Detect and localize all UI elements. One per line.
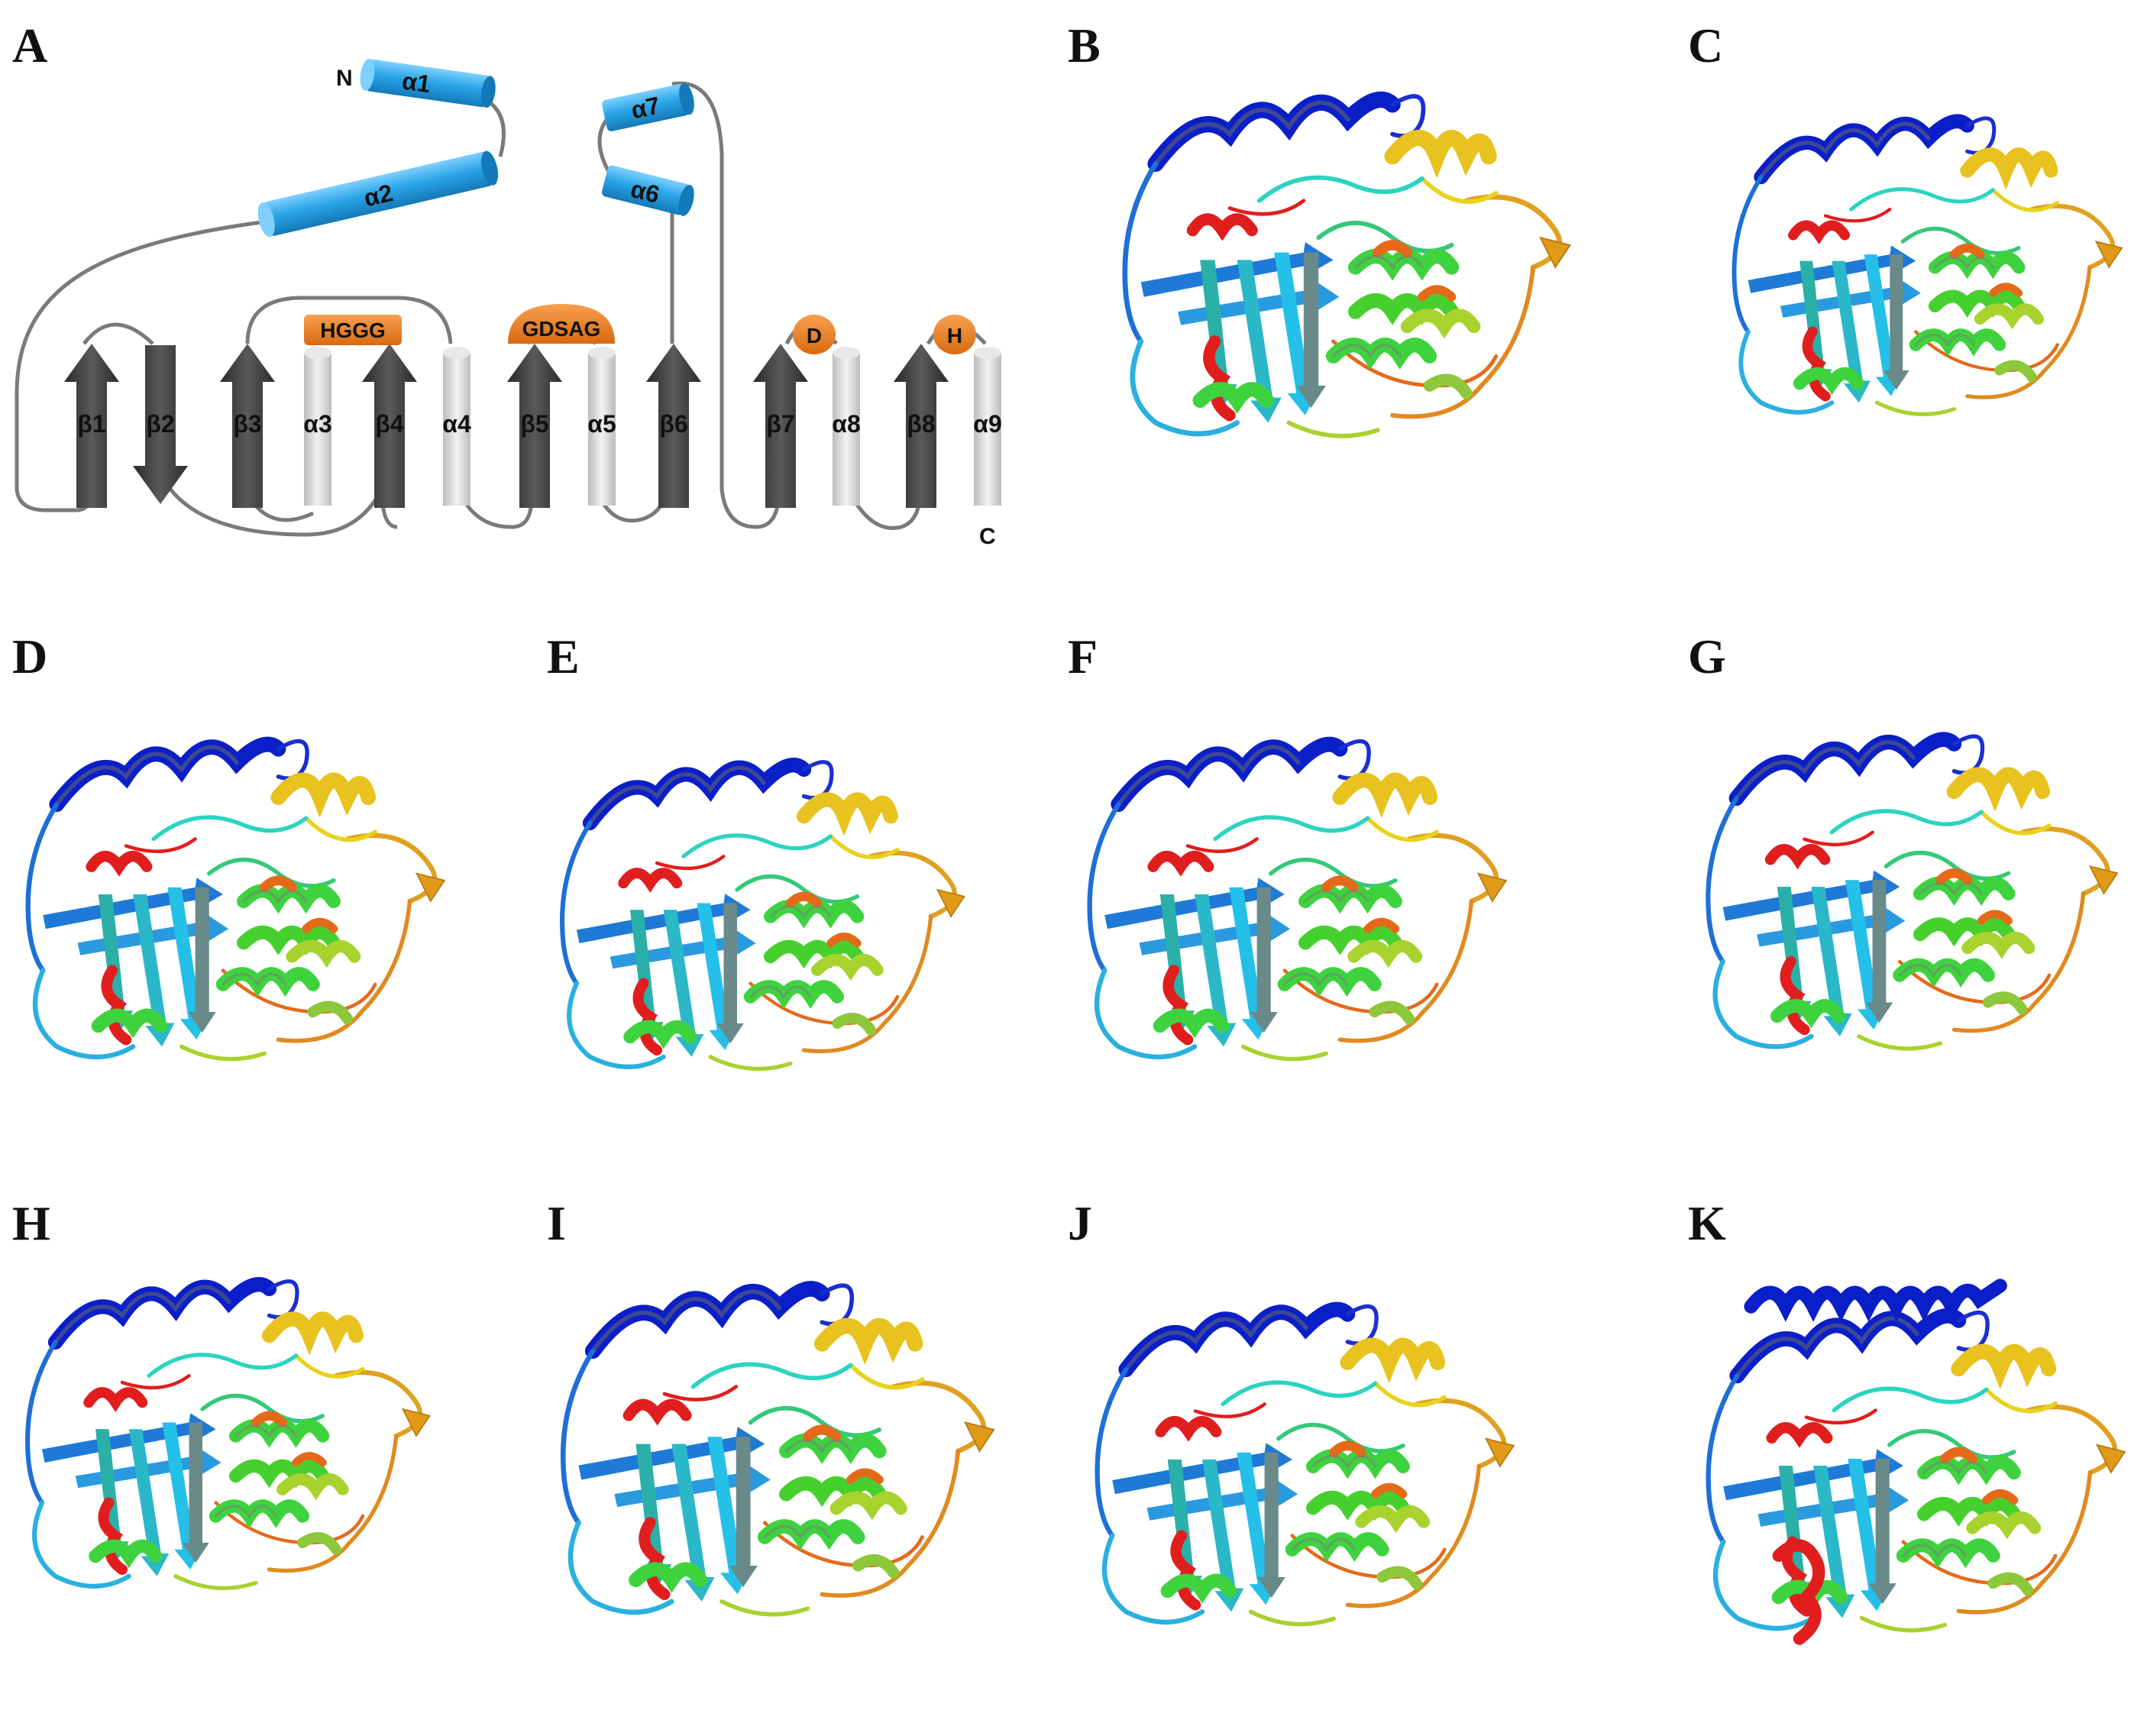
svg-text:β8: β8 xyxy=(907,410,935,438)
helix-label-alpha7: α7 xyxy=(629,91,662,124)
helix-label-alpha1: α1 xyxy=(400,66,432,98)
panel-label-d: D xyxy=(12,629,48,684)
panel-label-e: E xyxy=(547,629,580,684)
svg-text:GDSAG: GDSAG xyxy=(522,317,601,341)
topology-diagram: α1 N α2 α7 α6 β1 β2 β3 α3 β4 xyxy=(15,59,1002,549)
ribbon-structure-k xyxy=(1696,1279,2139,1645)
strand-beta1: β1 xyxy=(64,344,119,508)
strand-beta8: β8 xyxy=(894,344,949,508)
helix-alpha2: α2 xyxy=(257,150,499,238)
helix-alpha5: α5 xyxy=(587,347,616,506)
helix-alpha6: α6 xyxy=(602,165,694,216)
strand-beta4: β4 xyxy=(362,344,417,508)
svg-text:β6: β6 xyxy=(659,410,687,438)
helix-alpha1: α1 xyxy=(360,59,496,108)
svg-text:α9: α9 xyxy=(973,410,1001,438)
ribbon-structure-j xyxy=(1085,1268,1528,1665)
ribbon-structure-g xyxy=(1696,680,2131,1107)
ribbon-structure-i xyxy=(550,1245,1008,1657)
helix-label-alpha6: α6 xyxy=(628,175,662,209)
helix-alpha8: α8 xyxy=(832,347,861,506)
ribbon-structure-b xyxy=(1111,53,1585,481)
strand-beta7: β7 xyxy=(753,344,808,508)
svg-text:β4: β4 xyxy=(375,410,404,438)
panel-label-f: F xyxy=(1068,629,1098,684)
helix-alpha3: α3 xyxy=(303,347,332,506)
panel-label-i: I xyxy=(547,1196,566,1250)
svg-text:α8: α8 xyxy=(832,410,860,438)
strand-beta5: β5 xyxy=(507,344,562,508)
n-terminus-label: N xyxy=(336,66,353,91)
svg-text:α5: α5 xyxy=(587,410,616,438)
helix-label-alpha2: α2 xyxy=(361,179,396,212)
helix-alpha7: α7 xyxy=(602,82,694,131)
ribbon-structure-d xyxy=(15,687,458,1115)
strand-beta2: β2 xyxy=(133,345,188,504)
ribbon-structure-f xyxy=(1077,687,1520,1115)
panel-label-h: H xyxy=(12,1196,50,1250)
ribbon-structure-e xyxy=(550,687,978,1146)
svg-text:β1: β1 xyxy=(77,410,105,438)
panel-label-j: J xyxy=(1068,1196,1092,1250)
svg-text:α3: α3 xyxy=(303,410,331,438)
panel-label-b: B xyxy=(1068,18,1101,73)
helix-alpha4: α4 xyxy=(442,347,471,506)
ribbon-structure-c xyxy=(1722,61,2135,474)
svg-text:β2: β2 xyxy=(146,410,174,438)
helix-alpha9: α9 xyxy=(973,347,1002,506)
strand-beta6: β6 xyxy=(646,344,701,508)
svg-text:β3: β3 xyxy=(233,410,261,438)
panel-label-g: G xyxy=(1688,629,1726,684)
svg-text:H: H xyxy=(947,324,962,348)
panel-label-c: C xyxy=(1688,18,1724,73)
motif-gdsag: GDSAG xyxy=(508,304,615,344)
svg-text:D: D xyxy=(807,324,822,348)
motif-d: D xyxy=(793,315,836,354)
strand-beta3: β3 xyxy=(220,344,275,508)
long-n-terminal-helix xyxy=(1744,1279,2007,1322)
c-terminus-label: C xyxy=(979,524,996,549)
motif-h: H xyxy=(933,315,976,354)
svg-text:β7: β7 xyxy=(766,410,794,438)
panel-label-k: K xyxy=(1688,1196,1726,1250)
c-terminal-helix xyxy=(1772,1539,1825,1645)
svg-text:β5: β5 xyxy=(520,410,548,438)
panel-label-a: A xyxy=(12,18,48,73)
ribbon-structure-h xyxy=(15,1230,443,1642)
svg-text:α4: α4 xyxy=(442,410,471,438)
motif-hggg: HGGG xyxy=(304,315,402,345)
svg-text:HGGG: HGGG xyxy=(320,318,386,342)
